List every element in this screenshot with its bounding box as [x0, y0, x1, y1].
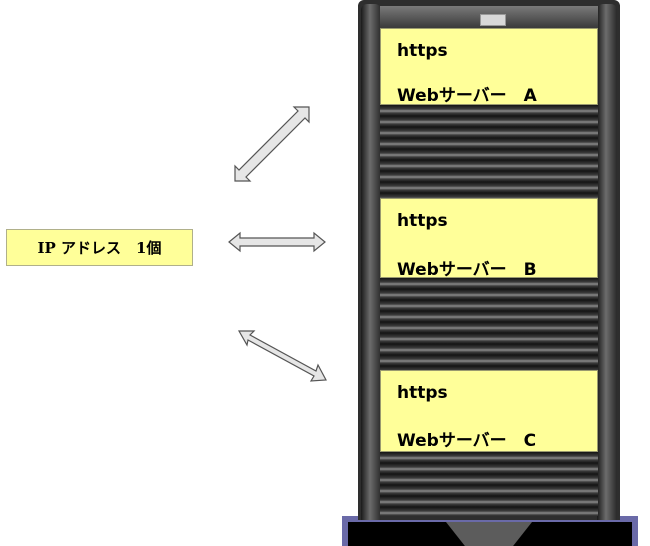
server-a-panel: https Webサーバー A — [380, 28, 598, 106]
arrow-to-server-c — [237, 330, 327, 382]
server-name: Webサーバー A — [397, 86, 537, 106]
arrow-to-server-b — [228, 231, 326, 253]
server-name: Webサーバー B — [397, 260, 537, 280]
server-rack: https Webサーバー A https Webサーバー B https We… — [342, 0, 638, 546]
arrow-to-server-a — [234, 106, 310, 182]
rack-vent — [380, 452, 598, 516]
ip-address-label: IP アドレス 1個 — [37, 239, 162, 257]
server-protocol: https — [397, 211, 448, 231]
rack-post-left — [361, 4, 381, 520]
rack-post-right — [597, 4, 617, 520]
server-name: Webサーバー C — [397, 431, 537, 451]
server-b-panel: https Webサーバー B — [380, 198, 598, 280]
rack-vent — [380, 278, 598, 370]
server-c-panel: https Webサーバー C — [380, 370, 598, 452]
ip-address-box: IP アドレス 1個 — [6, 229, 193, 266]
server-protocol: https — [397, 41, 448, 61]
rack-top-cap — [380, 6, 598, 28]
server-protocol: https — [397, 383, 448, 403]
rack-vent — [380, 105, 598, 198]
rack-top-slot — [480, 14, 506, 26]
